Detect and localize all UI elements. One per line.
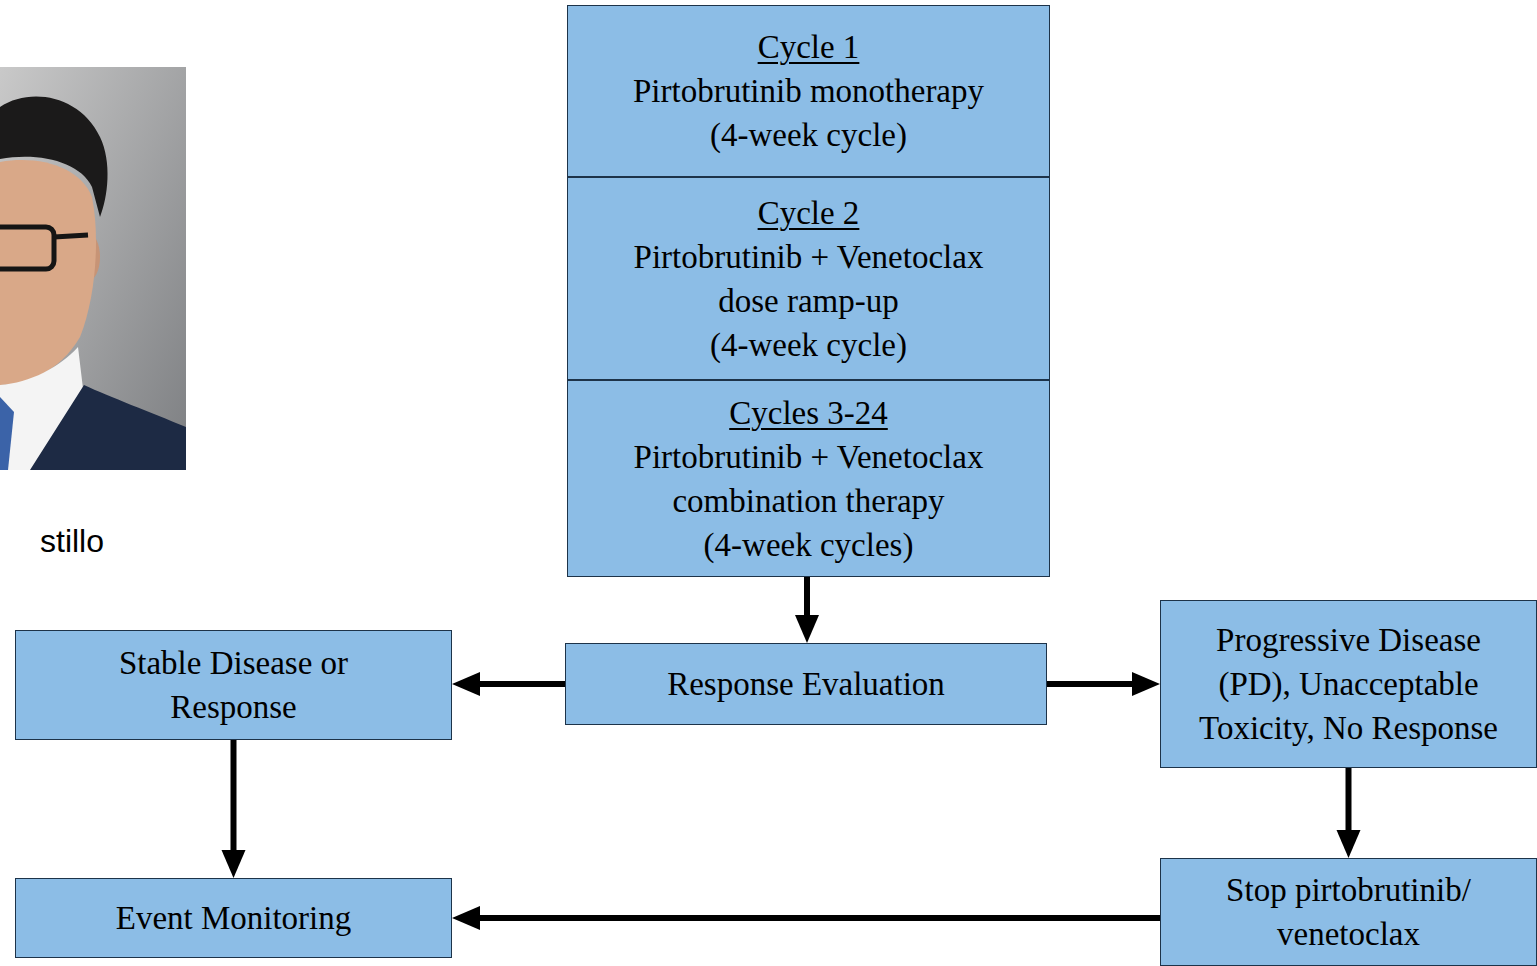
process-box: Response Evaluation: [565, 643, 1047, 725]
box-text: Pirtobrutinib + Venetoclax combination t…: [634, 435, 984, 567]
cycle-box: Cycles 3-24Pirtobrutinib + Venetoclax co…: [567, 380, 1050, 577]
box-text: Stable Disease or Response: [119, 641, 348, 729]
box-text: Pirtobrutinib monotherapy (4-week cycle): [633, 69, 984, 157]
box-text: Progressive Disease (PD), Unacceptable T…: [1199, 618, 1498, 750]
portrait-photo: [0, 67, 186, 470]
glasses-temple: [54, 235, 88, 237]
flow-arrow: [804, 577, 810, 633]
suit-jacket: [30, 385, 186, 470]
flow-arrow: [231, 740, 237, 868]
process-box: Stop pirtobrutinib/ venetoclax: [1160, 858, 1537, 966]
cycle-box: Cycle 1Pirtobrutinib monotherapy (4-week…: [567, 5, 1050, 177]
flow-arrow: [462, 681, 565, 687]
outcome-box: Progressive Disease (PD), Unacceptable T…: [1160, 600, 1537, 768]
outcome-box: Stable Disease or Response: [15, 630, 452, 740]
box-heading: Cycle 1: [758, 25, 860, 69]
box-text: Event Monitoring: [116, 896, 352, 940]
flow-arrow: [1047, 681, 1150, 687]
cycle-box: Cycle 2Pirtobrutinib + Venetoclax dose r…: [567, 177, 1050, 380]
box-text: Response Evaluation: [667, 662, 945, 706]
box-text: Stop pirtobrutinib/ venetoclax: [1226, 868, 1471, 956]
process-box: Event Monitoring: [15, 878, 452, 958]
face: [0, 160, 96, 385]
name-label: stillo: [40, 522, 104, 560]
flow-arrow: [462, 915, 1160, 921]
box-heading: Cycles 3-24: [729, 391, 888, 435]
box-text: Pirtobrutinib + Venetoclax dose ramp-up …: [634, 235, 984, 367]
flow-arrow: [1346, 768, 1352, 848]
box-heading: Cycle 2: [758, 191, 860, 235]
tie: [0, 397, 14, 470]
glasses: [0, 227, 54, 269]
